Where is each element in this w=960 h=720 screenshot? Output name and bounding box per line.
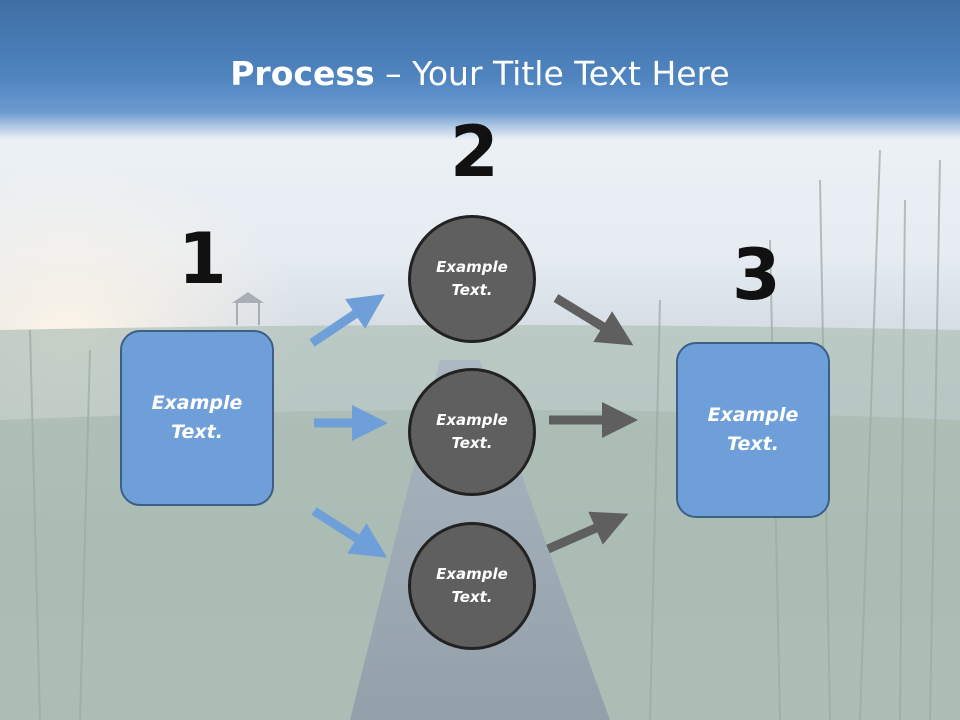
step-number-2: 2 [450,111,499,193]
step-number-1: 1 [178,218,227,300]
arrow-circle-bottom-to-box3 [546,511,629,554]
title-bold: Process [230,54,375,93]
circle-middle-label: Example Text. [436,411,508,452]
step-1-label: Example Text. [151,392,243,443]
title-band [0,0,960,140]
step-3-box: Example Text. [676,342,830,518]
arrow-circle-top-to-box3 [553,294,634,346]
circle-bottom-label: Example Text. [436,565,508,606]
step-1-box: Example Text. [120,330,274,506]
arrow-box1-to-circle-bottom [311,507,388,558]
circle-top: Example Text. [408,215,536,343]
title-rest: – Your Title Text Here [374,54,730,93]
step-3-label: Example Text. [707,404,799,455]
circle-middle: Example Text. [408,368,536,496]
arrow-box1-to-circle-top [309,293,385,347]
circle-bottom: Example Text. [408,522,536,650]
slide-title: Process – Your Title Text Here [0,52,960,96]
circle-top-label: Example Text. [436,258,508,299]
step-number-3: 3 [732,234,781,316]
